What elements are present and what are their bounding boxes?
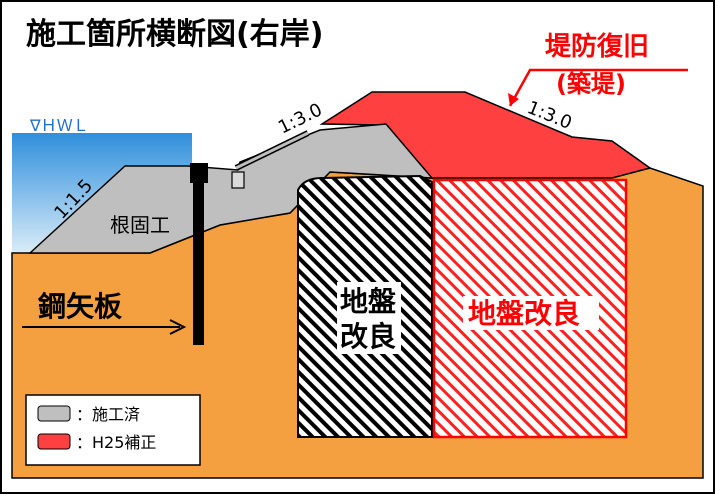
restoration-sublabel: (築堤) [556, 70, 626, 98]
sheet-pile-head [190, 163, 208, 183]
root-protection-completed [28, 123, 434, 254]
ground-improvement-completed-label-1: 地盤 [340, 285, 397, 318]
legend-label-h25: ：H25補正 [76, 433, 156, 452]
restoration-leader-arrowhead [508, 93, 519, 106]
slope-footing-block [231, 171, 245, 189]
sheet-pile-arrowhead [169, 319, 187, 335]
legend: ：施工済 ：H25補正 [25, 394, 201, 466]
legend-swatch-completed [37, 405, 71, 422]
sheet-pile-label: 鋼矢板 [38, 290, 122, 323]
slope-block-inner [235, 131, 309, 170]
sheet-pile [193, 183, 204, 345]
ground-improvement-h25-label-bg [463, 296, 599, 330]
hwl-label: ∇ＨＷＬ [29, 116, 89, 135]
ground-improvement-completed-label-2: 改良 [340, 320, 396, 353]
restoration-label: 堤防復旧 [545, 31, 649, 62]
root-protection-label: 根固工 [110, 213, 170, 237]
restoration-leader-line [508, 68, 688, 107]
ground-improvement-h25-label: 地盤改良 [468, 297, 580, 330]
figure-title: 施工箇所横断図(右岸) [26, 17, 323, 52]
legend-label-completed: ：施工済 [76, 405, 140, 424]
ground-improvement-completed-label-bg [337, 282, 401, 354]
legend-swatch-h25 [37, 433, 71, 450]
